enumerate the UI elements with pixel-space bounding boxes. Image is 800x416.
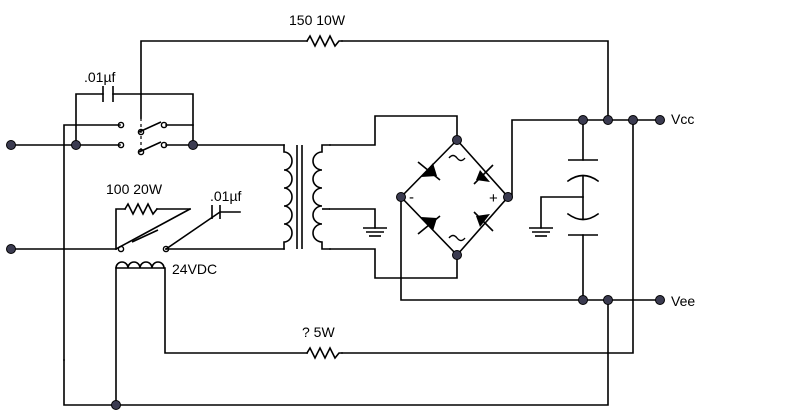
transformer-small-label: 24VDC	[172, 261, 217, 277]
ground-capacitor	[529, 227, 553, 237]
vcc-label: Vcc	[671, 111, 694, 127]
capacitor-pair	[566, 159, 600, 236]
capacitor-mid: .01µf	[210, 188, 242, 219]
cap-top-label: .01µf	[84, 69, 116, 85]
ground-transformer	[363, 227, 387, 237]
switch-top	[117, 118, 168, 156]
bridge-minus-label: -	[409, 189, 414, 206]
r-mid-label: 100 20W	[106, 181, 163, 197]
junction-dots	[6, 115, 665, 410]
capacitor-top: .01µf	[84, 69, 116, 102]
wires	[10, 40, 661, 406]
switch-bottom	[117, 229, 170, 253]
bridge-rectifier: + -	[399, 138, 510, 257]
bridge-plus-label: +	[489, 190, 498, 207]
main-transformer	[283, 144, 331, 250]
r-top-label: 150 10W	[289, 12, 346, 28]
resistor-top: 150 10W	[289, 12, 346, 48]
resistor-mid: 100 20W	[106, 181, 163, 216]
vee-label: Vee	[671, 293, 695, 309]
resistor-bottom: ? 5W	[302, 324, 343, 360]
cap-mid-label: .01µf	[210, 188, 242, 204]
small-transformer: 24VDC	[115, 261, 217, 277]
r-bottom-label: ? 5W	[302, 324, 335, 340]
